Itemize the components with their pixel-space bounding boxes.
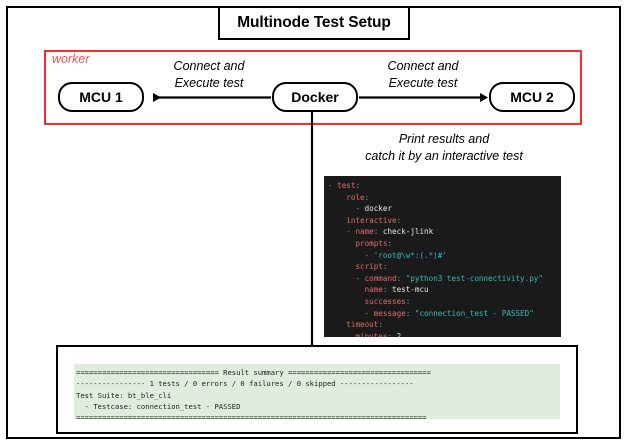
yaml-code-text: - test: role: - docker interactive: - na… bbox=[328, 181, 543, 337]
node-docker-label: Docker bbox=[291, 89, 339, 105]
page-title-text: Multinode Test Setup bbox=[237, 14, 391, 31]
result-summary-text: ================================= Result… bbox=[76, 368, 431, 419]
node-mcu2[interactable]: MCU 2 bbox=[489, 82, 575, 112]
node-mcu2-label: MCU 2 bbox=[510, 89, 554, 105]
node-docker[interactable]: Docker bbox=[272, 82, 358, 112]
result-summary-panel: ================================= Result… bbox=[56, 345, 578, 434]
result-summary-console: ================================= Result… bbox=[74, 364, 560, 419]
node-mcu1[interactable]: MCU 1 bbox=[58, 82, 144, 112]
page-title: Multinode Test Setup bbox=[218, 6, 410, 40]
worker-group-label: worker bbox=[52, 52, 90, 66]
node-mcu1-label: MCU 1 bbox=[79, 89, 123, 105]
yaml-code-block: - test: role: - docker interactive: - na… bbox=[324, 176, 561, 337]
